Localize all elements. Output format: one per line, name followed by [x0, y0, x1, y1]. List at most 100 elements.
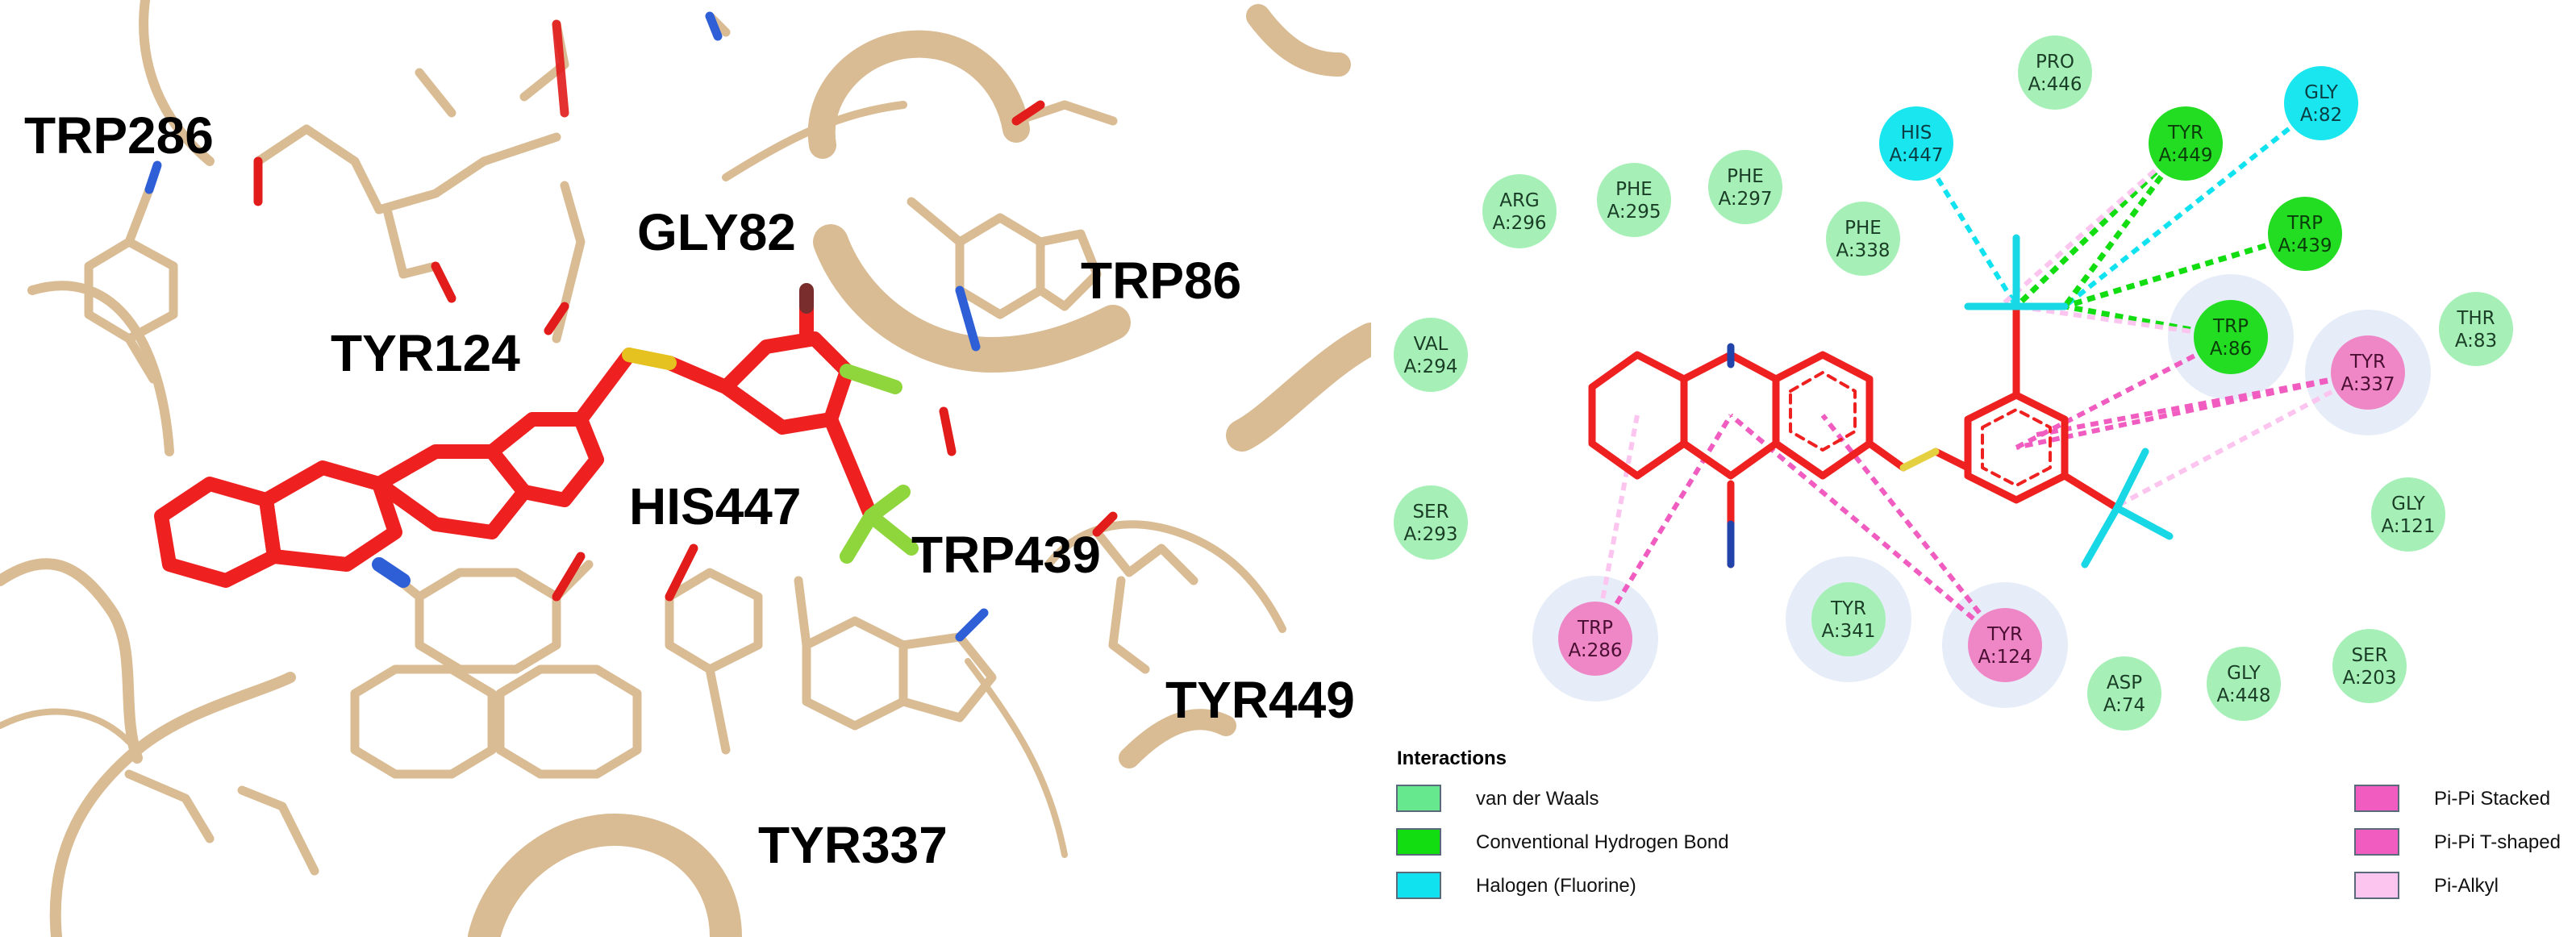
residue-chain: A:294: [1404, 356, 1458, 377]
residue-discs: PROA:446HISA:447TYRA:449GLYA:82ARGA:296P…: [1394, 35, 2513, 731]
residue-disc: [1879, 106, 1953, 181]
residue-disc: [1811, 582, 1886, 656]
interaction-line-trp86-7: [2015, 304, 2232, 339]
legend-title: Interactions: [1397, 748, 1507, 769]
residue-chain: A:74: [2103, 695, 2145, 716]
legend-item-vdw: van der Waals: [1396, 785, 1599, 812]
residue-name: TYR: [1986, 624, 2023, 645]
residue-disc: [1597, 163, 1671, 237]
interaction-line-trp286-12: [1593, 414, 1733, 640]
residue-name: SER: [1412, 502, 1448, 523]
interaction-line-tyr449-2: [2014, 141, 2188, 309]
residue-disc: [2207, 647, 2281, 721]
legend-item-halogen: Halogen (Fluorine): [1396, 872, 1636, 899]
residue-name: ASP: [2107, 673, 2142, 693]
interaction-line-tyr337-10: [2111, 370, 2370, 510]
legend-swatch: [1396, 828, 1441, 856]
interaction-line-tyr337-9: [2032, 370, 2369, 438]
legend-label: van der Waals: [1476, 788, 1599, 810]
residue-chain: A:446: [2028, 74, 2082, 95]
legend-swatch: [2354, 872, 2399, 899]
residue-disc: [2194, 300, 2268, 374]
residue-chain: A:297: [1719, 189, 1773, 210]
residue-name: VAL: [1414, 334, 1448, 355]
residue-disc: [2149, 106, 2223, 181]
residue-name: HIS: [1901, 123, 1932, 144]
residue-chain: A:203: [2343, 668, 2397, 689]
legend-label: Pi-Pi T-shaped: [2434, 831, 2561, 853]
residue-name: PHE: [1727, 166, 1764, 187]
residue-chain: A:83: [2455, 331, 2497, 352]
residue-disc: [2332, 629, 2407, 703]
residue-name: SER: [2351, 645, 2387, 666]
label-tyr124: TYR124: [331, 324, 520, 382]
ligand-2d: [1588, 234, 2174, 568]
residue-chain: A:295: [1607, 202, 1661, 223]
interaction-line-tyr124-14: [1729, 413, 2007, 648]
residue-chain: A:447: [1890, 145, 1944, 166]
residue-disc: [2331, 335, 2405, 410]
residue-chain: A:449: [2159, 145, 2213, 166]
residue-name: PRO: [2036, 52, 2074, 73]
label-tyr337: TYR337: [758, 816, 948, 874]
label-trp286: TRP286: [24, 106, 214, 164]
residue-name: TYR: [1830, 598, 1866, 619]
legend-item-pitshaped: Pi-Pi T-shaped: [2354, 828, 2561, 856]
residue-disc: [2284, 66, 2358, 140]
legend-item-pialkyl: Pi-Alkyl: [2354, 872, 2499, 899]
legend-label: Pi-Alkyl: [2434, 875, 2499, 897]
legend-label: Conventional Hydrogen Bond: [1476, 831, 1729, 853]
legend-label: Pi-Pi Stacked: [2434, 788, 2550, 810]
residue-chain: A:337: [2341, 374, 2395, 395]
residue-name: TRP: [1577, 618, 1613, 639]
residue-chain: A:341: [1822, 621, 1876, 642]
residue-name: GLY: [2304, 82, 2339, 103]
ligand-3d-heteroatoms: [299, 283, 919, 588]
residue-name: TYR: [2349, 352, 2386, 373]
interaction-line-tyr449-6: [1999, 141, 2187, 309]
label-his447: HIS447: [629, 477, 801, 535]
binding-pocket-3d-view: TRP286 GLY82 TRP86 TYR124 HIS447 TRP439 …: [0, 0, 1371, 937]
label-tyr449: TYR449: [1165, 671, 1355, 729]
protein-sidechains: [84, 11, 1198, 876]
residue-chain: A:82: [2300, 105, 2342, 126]
residue-disc: [1558, 602, 1632, 676]
legend-swatch: [2354, 785, 2399, 812]
label-trp86: TRP86: [1081, 252, 1241, 310]
label-gly82: GLY82: [637, 203, 796, 261]
residue-chain: A:121: [2382, 516, 2436, 537]
legend-item-pistacked: Pi-Pi Stacked: [2354, 785, 2550, 812]
legend-swatch: [2354, 828, 2399, 856]
residue-chain: A:448: [2217, 685, 2271, 706]
interaction-line-trp286-11: [1593, 414, 1640, 639]
residue-name: GLY: [2391, 493, 2426, 514]
residue-chain: A:286: [1569, 640, 1623, 661]
residue-labels-3d: TRP286 GLY82 TRP86 TYR124 HIS447 TRP439 …: [24, 106, 1355, 874]
residue-name: PHE: [1615, 179, 1653, 200]
interaction-line-tyr124-13: [1820, 414, 2007, 647]
residue-name: THR: [2456, 308, 2495, 329]
legend-swatch: [1396, 872, 1441, 899]
residue-disc: [1482, 174, 1557, 248]
